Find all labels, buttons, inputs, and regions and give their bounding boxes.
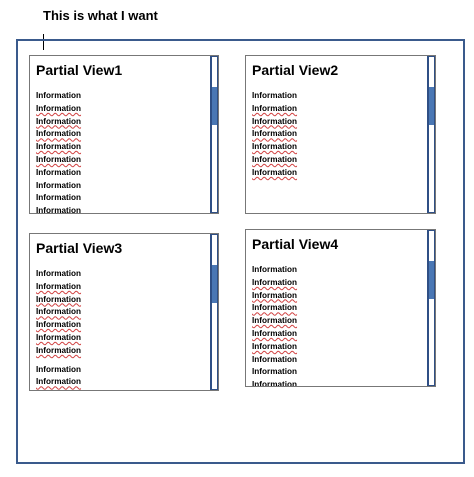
list-item-text: Information: [252, 167, 298, 177]
list-item-text: Information: [36, 103, 82, 113]
list-item-text: Information: [36, 320, 82, 330]
list-item-text: Information: [252, 103, 298, 113]
list-item-text: Information: [252, 116, 298, 126]
list-item-text: Information: [252, 277, 298, 287]
list-item-text: Information: [36, 167, 82, 177]
panel-title: Partial View2: [252, 62, 339, 78]
list-item-text: Information: [252, 303, 298, 313]
list-item-text: Information: [36, 269, 82, 278]
list-item: Information: [36, 128, 206, 141]
scrollbar[interactable]: [427, 56, 435, 213]
list-item: Information: [36, 167, 206, 180]
list-item: Information: [36, 205, 206, 213]
list-item-text: Information: [36, 129, 82, 139]
list-item: Information: [36, 180, 206, 193]
scrollbar-thumb[interactable]: [212, 265, 217, 303]
scrollbar-thumb[interactable]: [429, 87, 434, 125]
list-item: Information: [252, 315, 423, 328]
list-item-text: Information: [36, 193, 82, 203]
list-item: Information: [252, 302, 423, 315]
list-item-text: Information: [252, 328, 298, 338]
list-item-text: Information: [36, 345, 82, 355]
list-item: Information: [36, 306, 206, 319]
scrollbar[interactable]: [427, 230, 435, 386]
list-item: Information: [36, 90, 206, 103]
list-item: Information: [252, 341, 423, 354]
list-item-text: Information: [252, 91, 298, 100]
list-item-text: Information: [36, 332, 82, 342]
list-item-text: Information: [252, 354, 298, 364]
panel-title: Partial View4: [252, 236, 339, 252]
list-item-text: Information: [36, 180, 82, 190]
list-item: Information: [252, 328, 423, 341]
list-item: Information: [252, 116, 423, 129]
list-item: Information: [252, 354, 423, 367]
scrollbar[interactable]: [210, 56, 218, 213]
list-item: Information: [36, 281, 206, 294]
list-item-text: Information: [252, 142, 298, 152]
caption: This is what I want: [43, 8, 158, 23]
list-item-text: Information: [252, 129, 298, 139]
list-item: Information: [36, 345, 206, 358]
list-item-text: Information: [252, 290, 298, 300]
list-item-text: Information: [36, 377, 82, 387]
list-item-text: Information: [36, 281, 82, 291]
scrollbar-thumb[interactable]: [429, 261, 434, 299]
list-item: Information: [36, 116, 206, 129]
list-item-text: Information: [252, 380, 298, 386]
panel-title: Partial View1: [36, 62, 123, 78]
list-item-text: Information: [36, 154, 82, 164]
list-item: Information: [36, 154, 206, 167]
list-item-text: Information: [36, 307, 82, 317]
outer-container: [16, 39, 465, 464]
list-item: Information: [252, 366, 423, 379]
list-item-text: Information: [36, 91, 82, 100]
list-item-text: Information: [36, 116, 82, 126]
list-item: Information: [36, 376, 206, 389]
list-item: Information: [252, 167, 423, 180]
list-item-text: Information: [252, 367, 298, 377]
list-item: Information: [252, 290, 423, 303]
list-item-text: Information: [36, 364, 82, 374]
list-item-text: Information: [252, 265, 298, 274]
list-item: Information: [252, 264, 423, 277]
list-item-text: Information: [36, 206, 82, 213]
list-item: Information: [36, 192, 206, 205]
list-item: Information: [36, 332, 206, 345]
scrollbar-thumb[interactable]: [212, 87, 217, 125]
list-item-text: Information: [252, 341, 298, 351]
list-item: Information: [36, 364, 206, 377]
list-item-text: Information: [36, 142, 82, 152]
list-item: Information: [252, 154, 423, 167]
list-item: Information: [252, 141, 423, 154]
list-item: Information: [252, 128, 423, 141]
list-item-text: Information: [252, 154, 298, 164]
list-item: Information: [36, 268, 206, 281]
list-item: Information: [36, 319, 206, 332]
list-item: Information: [252, 103, 423, 116]
list-item: Information: [36, 294, 206, 307]
panel-title: Partial View3: [36, 240, 123, 256]
list-item: Information: [36, 141, 206, 154]
list-item: Information: [252, 90, 423, 103]
caption-pointer-line: [43, 34, 44, 50]
list-item: Information: [252, 277, 423, 290]
list-item-text: Information: [36, 294, 82, 304]
list-item: Information: [36, 103, 206, 116]
list-item: Information: [252, 379, 423, 386]
list-item-text: Information: [252, 316, 298, 326]
scrollbar[interactable]: [210, 234, 218, 390]
